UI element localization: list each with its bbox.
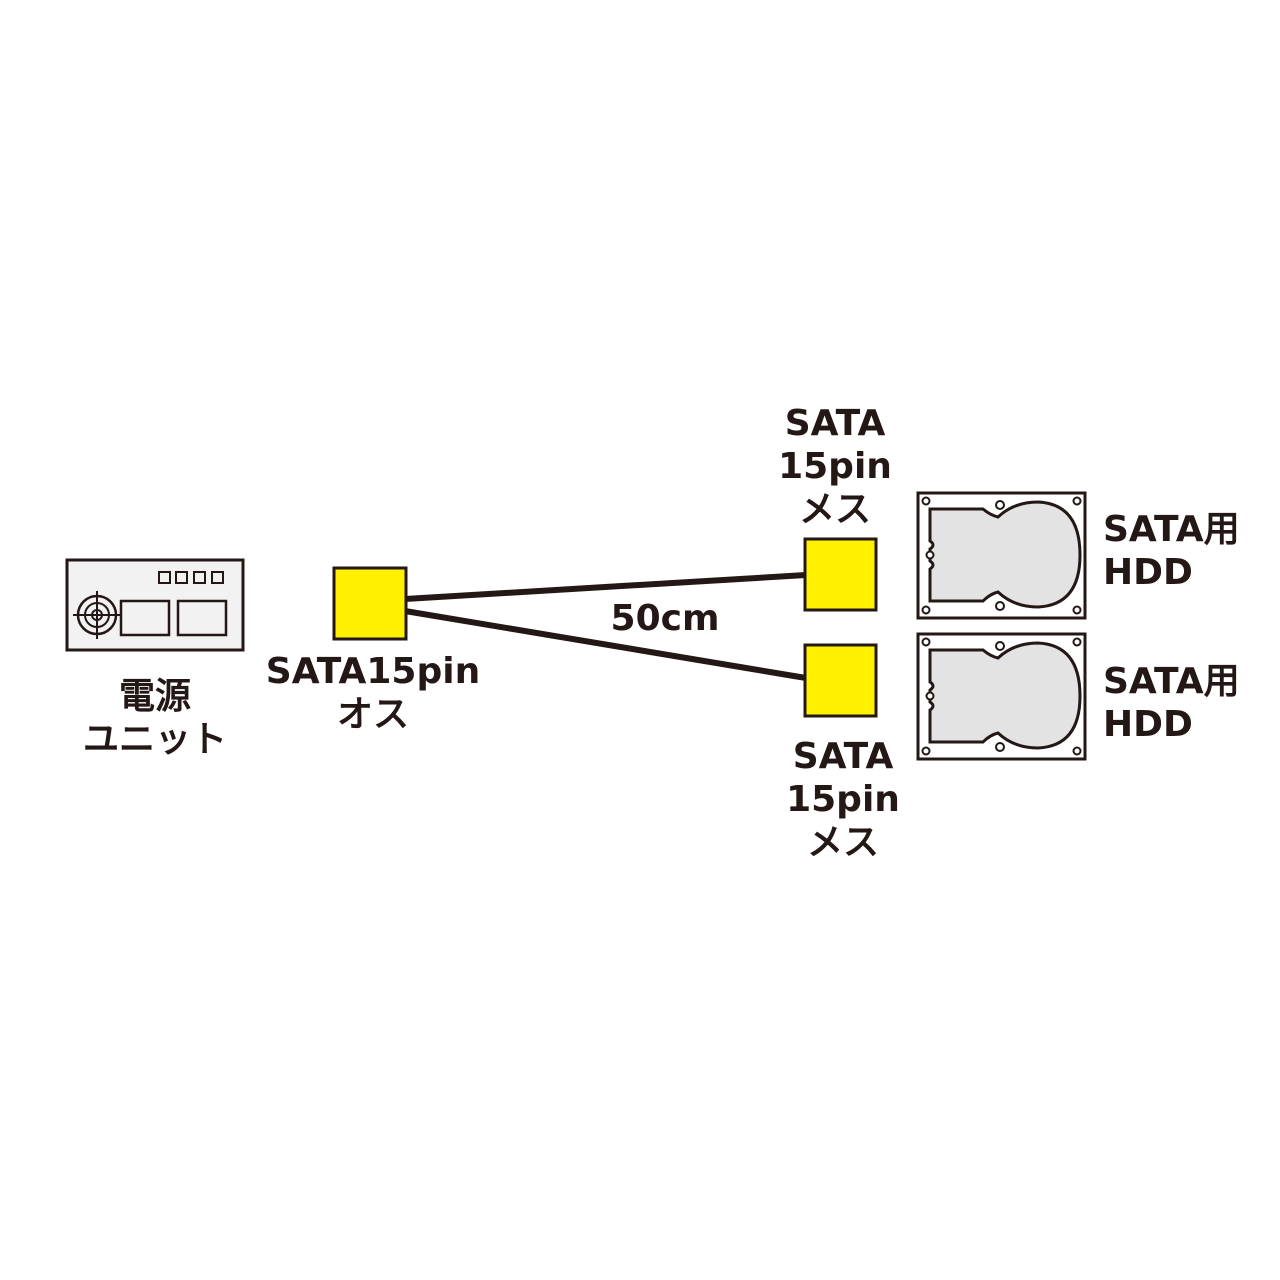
hard-drive-icon xyxy=(916,632,1087,761)
female-connector-label-lower-line-3: メス xyxy=(806,822,879,863)
hdd-label-upper-line-2: HDD xyxy=(1103,552,1193,593)
cable-upper xyxy=(404,572,807,602)
male-connector xyxy=(332,566,408,641)
male-connector-label: SATA15pin オス xyxy=(248,650,498,736)
male-connector-label-line-1: SATA15pin xyxy=(265,651,481,692)
cable-length-value: 50cm xyxy=(610,598,720,639)
female-connector-label-lower-line-1: SATA xyxy=(792,736,894,777)
hdd-label-upper: SATA用 HDD xyxy=(1103,508,1273,594)
hdd-label-upper-line-1: SATA用 xyxy=(1103,509,1240,550)
female-connector-upper xyxy=(803,537,878,612)
male-connector-label-line-2: オス xyxy=(336,694,409,735)
fan-icon xyxy=(73,591,121,639)
hdd-label-lower-line-2: HDD xyxy=(1103,704,1193,745)
female-connector-label-upper-line-2: 15pin xyxy=(778,446,892,487)
female-connector-label-upper: SATA 15pin メス xyxy=(760,402,910,531)
cable-lower xyxy=(404,608,807,681)
female-connector-label-upper-line-1: SATA xyxy=(784,403,886,444)
female-connector-label-lower-line-2: 15pin xyxy=(786,779,900,820)
power-supply-icon xyxy=(65,558,245,652)
female-connector-label-lower: SATA 15pin メス xyxy=(768,735,918,864)
power-unit-label-line-1: 電源 xyxy=(118,676,191,717)
power-unit-label: 電源 ユニット xyxy=(80,675,230,761)
female-connector-lower xyxy=(803,643,878,718)
power-unit-label-line-2: ユニット xyxy=(82,719,227,760)
hdd-label-lower-line-1: SATA用 xyxy=(1103,661,1240,702)
hdd-label-lower: SATA用 HDD xyxy=(1103,660,1273,746)
female-connector-label-upper-line-3: メス xyxy=(798,489,871,530)
cable-length-label: 50cm xyxy=(600,597,730,640)
hard-drive-icon xyxy=(916,491,1087,620)
